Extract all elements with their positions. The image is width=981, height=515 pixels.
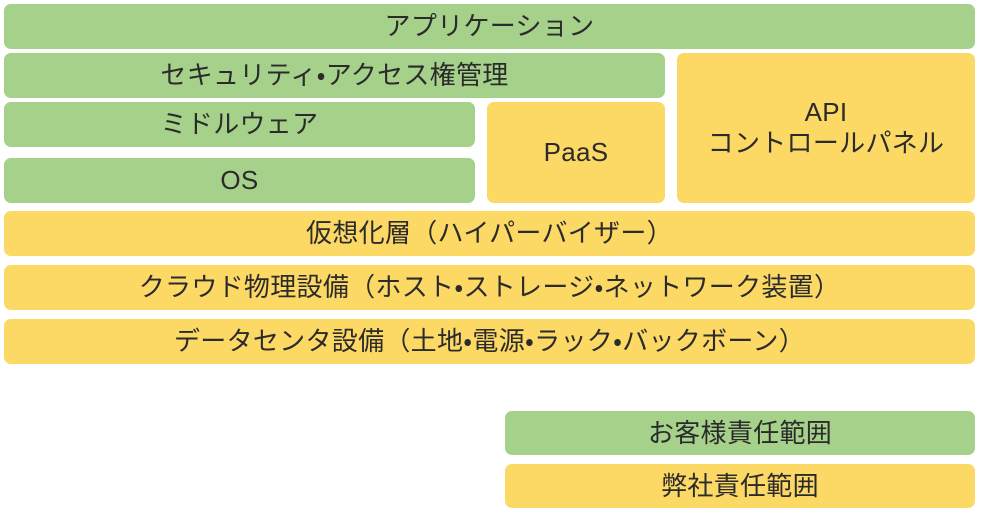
layer-middleware-label: ミドルウェア	[160, 109, 319, 140]
layer-api-control-panel-label: API コントロールパネル	[707, 97, 945, 158]
layer-datacenter-facility-label: データセンタ設備（土地・電源・ラック・バックボーン）	[173, 326, 806, 357]
legend-customer-responsibility-label: お客様責任範囲	[647, 417, 833, 448]
layer-cloud-physical-equipment: クラウド物理設備（ホスト・ストレージ・ネットワーク装置）	[4, 265, 975, 310]
legend-provider-responsibility-label: 弊社責任範囲	[661, 470, 819, 501]
layer-os: OS	[4, 158, 475, 203]
layer-paas-label: PaaS	[543, 137, 609, 168]
layer-application: アプリケーション	[4, 4, 975, 49]
layer-security-access-management-label: セキュリティ・アクセス権管理	[160, 60, 509, 91]
layer-os-label: OS	[220, 165, 259, 196]
layer-virtualization-label: 仮想化層（ハイパーバイザー）	[306, 218, 673, 249]
layer-middleware: ミドルウェア	[4, 102, 475, 147]
legend-customer-responsibility: お客様責任範囲	[505, 411, 975, 455]
layer-cloud-physical-equipment-label: クラウド物理設備（ホスト・ストレージ・ネットワーク装置）	[138, 272, 841, 303]
layer-datacenter-facility: データセンタ設備（土地・電源・ラック・バックボーン）	[4, 319, 975, 364]
layer-api-control-panel: API コントロールパネル	[677, 53, 975, 203]
layer-security-access-management: セキュリティ・アクセス権管理	[4, 53, 665, 98]
layer-virtualization: 仮想化層（ハイパーバイザー）	[4, 211, 975, 256]
legend-provider-responsibility: 弊社責任範囲	[505, 464, 975, 508]
layer-paas: PaaS	[487, 102, 665, 203]
layer-application-label: アプリケーション	[384, 11, 595, 42]
